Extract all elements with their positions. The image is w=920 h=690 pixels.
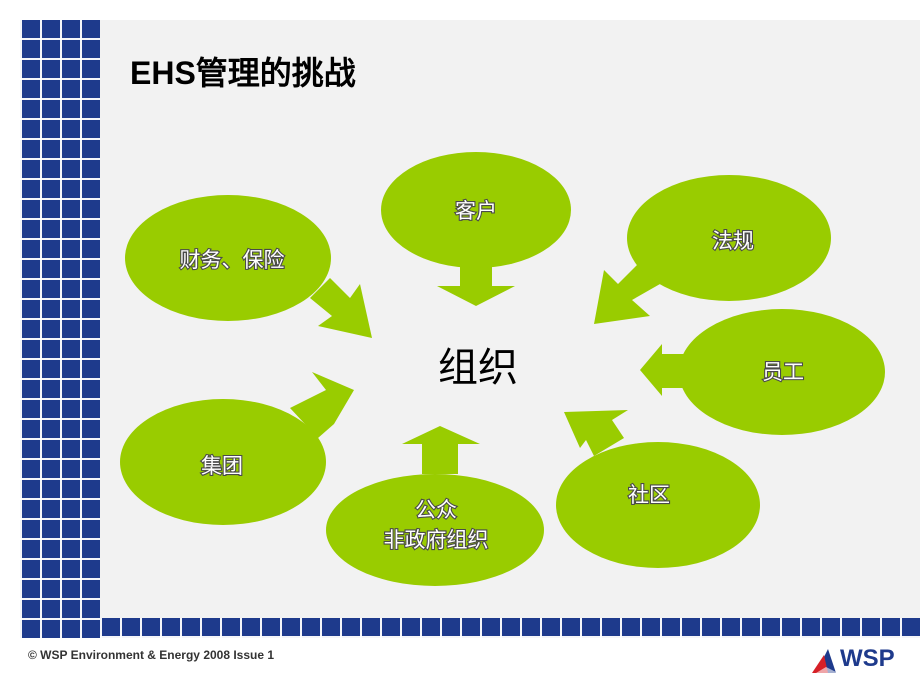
node-finance-insurance [125,195,331,321]
node-customer [381,152,571,268]
arrow-community [564,410,628,456]
left-grid-decoration [20,20,100,638]
wsp-logo-text: WSP [840,645,895,672]
wsp-logo-icon [812,649,838,673]
slide-title: EHS管理的挑战 [130,55,356,91]
label-employees: 员工 [762,360,804,384]
label-group: 集团 [201,454,243,478]
bottom-grid-decoration [100,618,920,638]
label-public-ngo-line2: 非政府组织 [384,528,489,552]
arrow-group [290,372,354,438]
arrow-finance-insurance [310,278,372,338]
node-community [556,442,760,568]
arrow-employees [640,344,690,396]
node-group [120,399,326,525]
center-organization-label: 组织 [438,345,518,391]
arrow-regulations [594,258,660,324]
footer-copyright: © WSP Environment & Energy 2008 Issue 1 [28,648,275,662]
label-public-ngo-line1: 公众 [415,498,457,522]
label-community: 社区 [628,483,670,507]
label-customer: 客户 [455,199,497,223]
label-regulations: 法规 [712,229,754,253]
wsp-logo: WSP [812,645,902,675]
label-finance-insurance: 财务、保险 [180,248,285,272]
node-employees [679,309,885,435]
arrow-customer [437,262,515,306]
arrow-public-ngo [402,426,480,474]
node-public-ngo [326,474,544,586]
node-regulations [627,175,831,301]
